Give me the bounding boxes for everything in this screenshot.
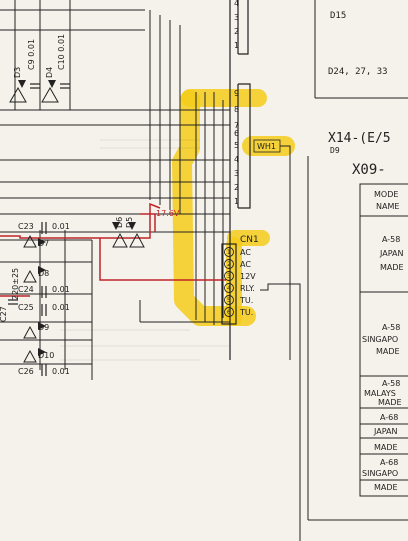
cn1-pin3-name: 12V (240, 272, 256, 281)
wh1-pin-1: 1 (234, 197, 239, 206)
c27-value: 220±25 (11, 268, 20, 300)
cn1-pin5-name: TU. (239, 296, 253, 305)
upper-pin-2: 2 (234, 27, 239, 36)
red-trace (0, 202, 226, 297)
upper-connector: 4 3 2 1 (234, 0, 239, 50)
c9-label: C9 0.01 (27, 39, 36, 70)
wh1-pin-9: 9 (234, 89, 239, 98)
cn1-pin1-name: AC (240, 248, 251, 257)
cn1-pin2-num: 2 (227, 261, 231, 268)
left-labels: C9 0.01 C10 0.01 D3 D4 C23 0.01 D7 D8 C2… (0, 34, 180, 376)
d8-label: D8 (38, 269, 49, 278)
wh1-pin-8: 8 (234, 105, 239, 114)
wh1-pin-4: 4 (234, 155, 239, 164)
c25-label: C25 (18, 303, 34, 312)
cn1-pin3-num: 3 (227, 273, 231, 280)
d4-label: D4 (45, 67, 54, 78)
upper-pin-1: 1 (234, 41, 239, 50)
name-header: NAME (376, 202, 399, 211)
wh1-pin-6: 6 (234, 129, 239, 138)
wh1-pin-2: 2 (234, 183, 239, 192)
row2-l1: SINGAPO (362, 335, 398, 344)
d6-label: D6 (115, 217, 124, 228)
row1-l2: MADE (380, 263, 404, 272)
background-bleed (60, 139, 230, 361)
right-labels: D15 D24, 27, 33 X14-(E/5 D9 X09- MODE NA… (328, 11, 404, 492)
right-table (307, 0, 408, 521)
wh1-pin-3: 3 (234, 169, 239, 178)
cn1-connector: CN1 1 2 3 4 5 6 AC AC 12V RLY. TU. TU. (224, 235, 301, 541)
connector-rails (221, 0, 251, 360)
wh1-pin-7: 7 (234, 121, 239, 130)
x09-label: X09- (352, 162, 386, 178)
warning-triangle-icons (9, 86, 145, 363)
cn1-pin4-name: RLY. (240, 284, 255, 293)
d9-right-label: D9 (330, 146, 340, 155)
c24-value: 0.01 (52, 285, 70, 294)
d5-label: D5 (125, 217, 134, 228)
wh1-pin-5: 5 (234, 141, 239, 150)
row4-l2: MADE (374, 443, 398, 452)
wh1-label: WH1 (257, 142, 276, 151)
row3-l1: MALAYS (364, 389, 396, 398)
row1-l1: JAPAN (379, 249, 403, 258)
c26-value: 0.01 (52, 367, 70, 376)
d15-label: D15 (330, 11, 346, 21)
voltage-label: 17.6V (156, 209, 180, 218)
cn1-pin6-num: 6 (227, 309, 231, 316)
left-circuit (0, 0, 230, 380)
cn1-label: CN1 (240, 235, 259, 245)
c26-label: C26 (18, 367, 34, 376)
cn1-pin2-name: AC (240, 260, 251, 269)
d9-label: D9 (38, 323, 49, 332)
d7-label: D7 (38, 239, 49, 248)
upper-pin-3: 3 (234, 13, 239, 22)
yellow-highlighter (172, 89, 295, 326)
cn1-pin1-num: 1 (227, 249, 231, 256)
row5-l2: MADE (374, 483, 398, 492)
x14-label: X14-(E/5 (328, 131, 391, 146)
c25-value: 0.01 (52, 303, 70, 312)
cn1-pin6-name: TU. (239, 308, 253, 317)
d10-label: D10 (38, 351, 54, 360)
c23-value: 0.01 (52, 222, 70, 231)
c27-label: C27 (0, 306, 8, 322)
row4-l1: JAPAN (373, 427, 397, 436)
row4-code: A-68 (380, 413, 398, 422)
row5-l1: SINGAPO (362, 469, 398, 478)
wh1-connector: 9 8 7 6 5 4 3 2 1 WH1 (234, 89, 291, 360)
row2-code: A-58 (382, 323, 400, 332)
diode-symbols (18, 80, 136, 356)
upper-pin-4: 4 (234, 0, 239, 8)
d24-label: D24, 27, 33 (328, 67, 388, 77)
row3-code: A-58 (382, 379, 400, 388)
cn1-pin5-num: 5 (227, 297, 231, 304)
d3-label: D3 (13, 67, 22, 78)
c24-label: C24 (18, 285, 34, 294)
row5-code: A-68 (380, 458, 398, 467)
row1-code: A-58 (382, 235, 400, 244)
capacitor-symbols (8, 83, 70, 376)
model-header: MODE (374, 190, 398, 199)
row3-l2: MADE (378, 398, 402, 407)
c23-label: C23 (18, 222, 34, 231)
cn1-pin4-num: 4 (227, 285, 231, 292)
row2-l2: MADE (376, 347, 400, 356)
c10-label: C10 0.01 (57, 34, 66, 70)
